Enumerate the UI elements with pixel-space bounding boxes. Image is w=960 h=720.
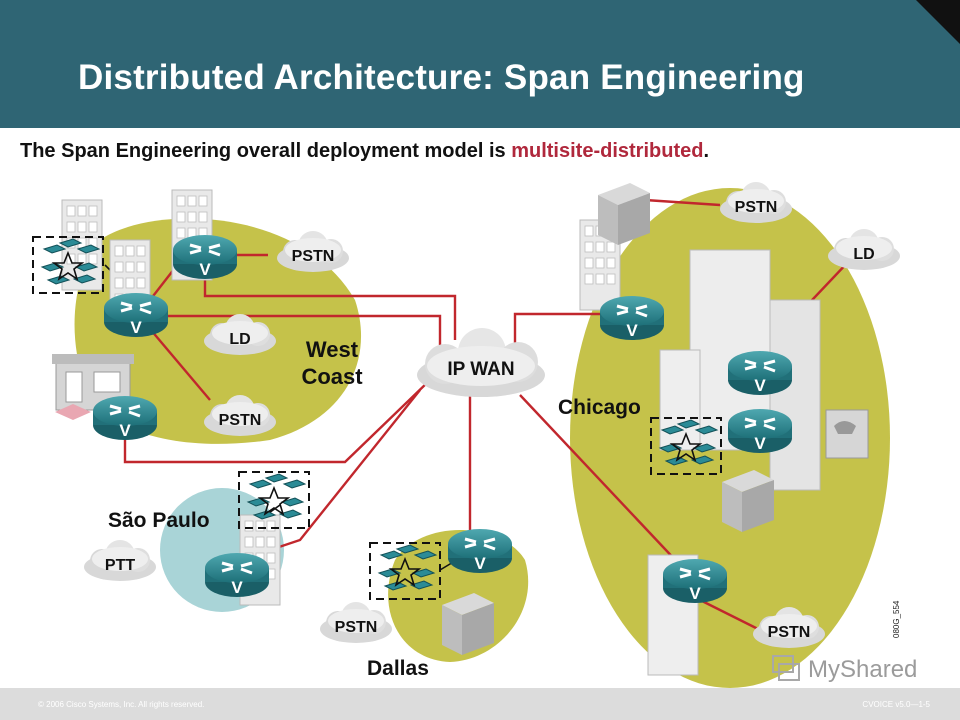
cloud-chicago-pstn-top: PSTN xyxy=(720,182,792,223)
cloud-ip-wan: IP WAN xyxy=(417,328,545,397)
cloud-label: PSTN xyxy=(735,199,778,216)
router-icon xyxy=(203,551,271,599)
router-icon xyxy=(446,527,514,575)
cloud-label: LD xyxy=(853,246,874,263)
slide-header xyxy=(0,0,960,128)
dallas-server xyxy=(442,593,494,655)
cloud-label: PTT xyxy=(105,557,135,574)
site-label-sao-paulo: São Paulo xyxy=(108,509,210,532)
footer-copyright: © 2006 Cisco Systems, Inc. All rights re… xyxy=(38,700,205,709)
phone-icon xyxy=(825,409,869,459)
site-label-dallas: Dallas xyxy=(367,657,429,680)
footer-course-code: CVOICE v5.0—1-5 xyxy=(862,700,930,709)
router-icon xyxy=(726,407,794,455)
chicago-server-bottom xyxy=(722,470,774,532)
site-label-west-coast-line1: West xyxy=(306,337,359,362)
chicago-building-tall xyxy=(659,249,821,491)
cloud-label: PSTN xyxy=(292,248,335,265)
slide-title: Distributed Architecture: Span Engineeri… xyxy=(78,58,805,97)
cloud-label: PSTN xyxy=(768,624,811,641)
chicago-server-top xyxy=(598,183,650,245)
subtitle-period: . xyxy=(703,140,710,162)
router-icon xyxy=(598,294,666,342)
router-icon xyxy=(171,233,239,281)
router-icon xyxy=(102,291,170,339)
storefront-icon xyxy=(52,354,134,420)
slide-footer: © 2006 Cisco Systems, Inc. All rights re… xyxy=(0,688,960,720)
watermark-text: MyShared xyxy=(808,656,918,683)
watermark: MyShared xyxy=(770,652,917,692)
cloud-west-pstn-top: PSTN xyxy=(277,231,349,272)
cloud-label: LD xyxy=(229,331,250,348)
figure-id: 080G_554 xyxy=(892,600,901,638)
network-diagram: V xyxy=(32,182,900,688)
watermark-logo-icon xyxy=(772,655,800,681)
router-icon xyxy=(726,349,794,397)
site-label-west-coast-line2: Coast xyxy=(301,364,363,389)
cloud-label: PSTN xyxy=(335,619,378,636)
cloud-label: IP WAN xyxy=(447,359,514,380)
cloud-west-ld: LD xyxy=(204,314,276,355)
subtitle-highlight: multisite-distributed xyxy=(511,140,704,162)
site-label-chicago: Chicago xyxy=(558,396,641,419)
cloud-chicago-pstn-bottom: PSTN xyxy=(753,607,825,648)
slide-subtitle: The Span Engineering overall deployment … xyxy=(20,140,709,163)
cloud-west-pstn-bottom: PSTN xyxy=(204,395,276,436)
cloud-label: PSTN xyxy=(219,412,262,429)
cloud-dallas-pstn: PSTN xyxy=(320,602,392,643)
subtitle-text: The Span Engineering overall deployment … xyxy=(20,140,512,162)
cloud-chicago-ld: LD xyxy=(828,229,900,270)
router-icon xyxy=(91,394,159,442)
cloud-sao-paulo-ptt: PTT xyxy=(84,540,156,581)
router-icon xyxy=(661,557,729,605)
corner-accent xyxy=(916,0,960,44)
